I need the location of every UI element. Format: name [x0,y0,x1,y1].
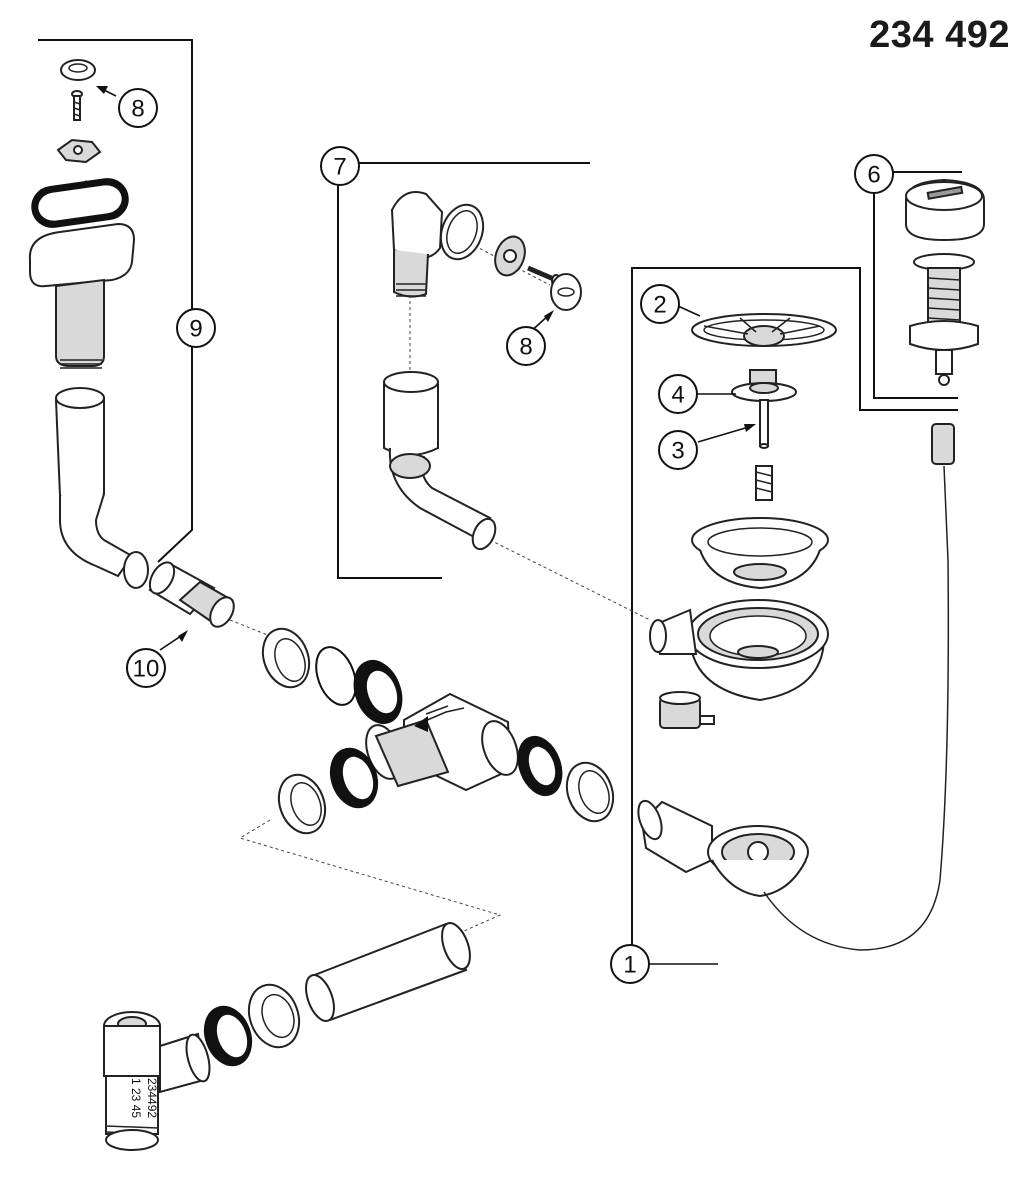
bowden-cable [763,423,955,951]
overflow-rosette-7 [494,235,526,277]
callout-8-mid: 8 [506,326,546,366]
fitting-stamp: 234492 1 23 45 [129,1078,159,1118]
overflow-gasket [31,178,129,228]
waste-body [649,599,829,702]
frame-group-9 [38,39,193,563]
overflow-pipe [54,387,149,589]
svg-text:9: 9 [189,316,202,343]
overflow-body-bottom [637,799,809,898]
callout-7: 7 [320,146,360,186]
seal-black-a [353,660,403,724]
overflow-cover-cap [60,59,96,81]
fitting-stamp-line1: 234492 [145,1078,159,1118]
callout-2: 2 [640,284,680,324]
union-nut-a [261,627,311,689]
overflow-ring-7 [439,203,485,261]
tee-fitting [103,1011,211,1151]
seal-black-b [517,735,563,797]
seal-black-c [329,747,379,809]
union-nut-c [277,773,327,835]
remote-thread-body [909,253,979,386]
overflow-housing [28,222,136,369]
frame-group-6 [873,171,962,399]
svg-text:8: 8 [131,96,144,123]
adapter-sleeve-10 [148,561,235,628]
seal-black-d [203,1005,253,1067]
union-nut-d [247,983,301,1049]
union-nut-b [565,761,615,823]
tee-connector [365,692,519,792]
valve-plate-4 [731,369,797,402]
remote-knob-6 [905,178,985,242]
svg-text:7: 7 [333,154,346,181]
frame-group-7 [337,162,590,579]
extension-pipe [305,922,471,1022]
overflow-head-7 [390,191,444,298]
svg-text:1: 1 [623,952,636,979]
callout-3: 3 [658,430,698,470]
fitting-stamp-line2: 1 23 45 [129,1078,143,1118]
overflow-clip [56,138,102,164]
callout-10: 10 [126,648,166,688]
strainer-cover-2 [691,313,837,347]
svg-text:3: 3 [671,438,684,465]
valve-stem-3 [759,399,769,449]
overflow-pipe-7 [383,371,497,551]
svg-text:2: 2 [653,292,666,319]
overflow-screw [71,90,83,121]
callout-1: 1 [610,944,650,984]
svg-text:10: 10 [133,656,160,683]
overflow-cap-7 [550,273,582,311]
callout-6: 6 [854,154,894,194]
callout-8-top: 8 [118,88,158,128]
article-number: 234 492 [869,14,1010,56]
callout-4: 4 [658,374,698,414]
callout-9: 9 [176,308,216,348]
svg-text:8: 8 [519,334,532,361]
threaded-bolt [755,465,773,501]
svg-text:4: 4 [671,382,684,409]
strainer-basket [691,517,829,590]
o-ring-a [315,646,357,706]
svg-text:6: 6 [867,162,880,189]
plug-connector [659,691,715,729]
frame-group-1 [631,267,958,962]
